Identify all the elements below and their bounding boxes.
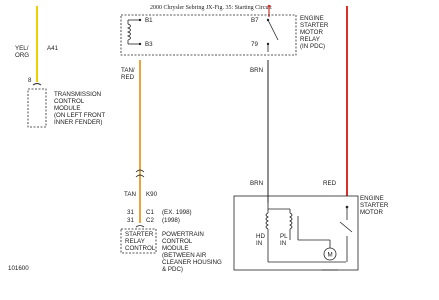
starter-contact	[339, 221, 353, 233]
svg-text:ENGINE: ENGINE	[300, 15, 324, 22]
starter-box	[233, 195, 359, 271]
pl-winding	[289, 212, 293, 230]
svg-text:(ON LEFT FRONT: (ON LEFT FRONT	[54, 112, 105, 119]
k90-circuit-label: K90	[146, 191, 158, 198]
tan-wire-connector	[135, 169, 145, 178]
pcm-connector	[135, 225, 145, 228]
relay-pin-b1: B1	[145, 17, 153, 24]
c2-note: (1998)	[162, 217, 180, 224]
svg-text:STARTER: STARTER	[300, 22, 329, 29]
svg-text:CLEANER HOUSING: CLEANER HOUSING	[162, 259, 222, 266]
svg-text:STARTER: STARTER	[360, 202, 389, 209]
figure-id: 101600	[8, 265, 29, 272]
relay-coil	[126, 23, 131, 41]
tcm-connector	[32, 83, 42, 86]
diagram-title: 2000 Chrysler Sebring JX-Fig. 35: Starti…	[150, 5, 272, 11]
pin-31-c1: 31	[127, 209, 134, 216]
pl-in-label: IN	[280, 240, 286, 247]
svg-text:MOTOR: MOTOR	[360, 209, 383, 216]
pin-8-label: 8	[28, 77, 32, 84]
svg-text:INNER FENDER): INNER FENDER)	[54, 119, 102, 126]
relay-pin-b3: B3	[145, 41, 153, 48]
brn-lower-label: BRN	[250, 180, 263, 187]
yel-org-label: YEL/	[15, 45, 29, 52]
connector-c2: C2	[146, 217, 154, 224]
tcm-label: TRANSMISSION CONTROL MODULE (ON LEFT FRO…	[54, 91, 105, 126]
c1-note: (EX. 1998)	[162, 209, 192, 216]
a41-circuit-label: A41	[47, 45, 59, 52]
svg-text:RELAY: RELAY	[300, 36, 320, 43]
pl-label: PL	[280, 233, 288, 240]
tan-label: TAN	[124, 191, 136, 198]
tcm-box	[27, 88, 47, 128]
svg-text:CONTROL: CONTROL	[54, 98, 85, 105]
red-wire-label: RED	[323, 180, 337, 187]
svg-text:POWERTRAIN: POWERTRAIN	[162, 231, 204, 238]
tan-red-label: TAN/	[121, 67, 135, 74]
svg-text:(BETWEEN AIR: (BETWEEN AIR	[162, 252, 207, 259]
relay-pin-b7: B7	[251, 17, 259, 24]
starter-motor-label: ENGINE STARTER MOTOR	[360, 195, 389, 216]
hd-winding	[265, 212, 269, 230]
pcm-inner-label: STARTER RELAY CONTROL	[125, 231, 156, 252]
hd-label: HD	[256, 233, 265, 240]
svg-text:CONTROL: CONTROL	[125, 245, 156, 252]
connector-c1: C1	[146, 209, 154, 216]
tan-red-label-2: RED	[121, 74, 135, 81]
pin-31-c2: 31	[127, 217, 134, 224]
relay-contact	[267, 19, 279, 41]
hd-in-label: IN	[256, 240, 262, 247]
svg-text:RELAY: RELAY	[125, 238, 145, 245]
svg-text:MOTOR: MOTOR	[300, 29, 323, 36]
motor-symbol	[323, 247, 337, 261]
relay-pin-79: 79	[251, 41, 258, 48]
brn-upper-label: BRN	[250, 67, 263, 74]
svg-text:TRANSMISSION: TRANSMISSION	[54, 91, 101, 98]
svg-text:& PDC): & PDC)	[162, 266, 183, 273]
pcm-box	[120, 228, 157, 254]
relay-label: ENGINE STARTER MOTOR RELAY (IN PDC)	[300, 15, 329, 50]
yel-org-label-2: ORG	[15, 52, 29, 59]
motor-m-label: M	[328, 252, 333, 259]
svg-text:(IN PDC): (IN PDC)	[300, 43, 325, 50]
svg-text:MODULE: MODULE	[54, 105, 80, 112]
svg-text:ENGINE: ENGINE	[360, 195, 384, 202]
svg-text:STARTER: STARTER	[125, 231, 154, 238]
pcm-label: POWERTRAIN CONTROL MODULE (BETWEEN AIR C…	[162, 231, 222, 273]
svg-text:MODULE: MODULE	[162, 245, 188, 252]
svg-text:CONTROL: CONTROL	[162, 238, 193, 245]
relay-box	[120, 14, 297, 56]
